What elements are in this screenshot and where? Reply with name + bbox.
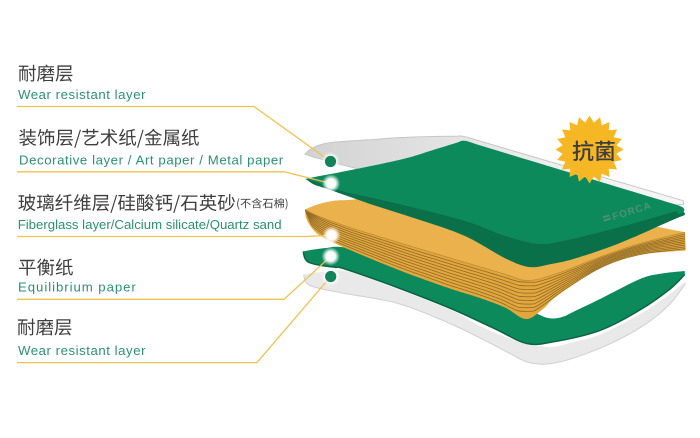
- svg-text:Wear resistant layer: Wear resistant layer: [18, 343, 146, 358]
- svg-text:Decorative layer / Art paper /: Decorative layer / Art paper / Metal pap…: [19, 153, 284, 168]
- svg-text:Fiberglass layer/Calcium silic: Fiberglass layer/Calcium silicate/Quartz…: [18, 217, 282, 232]
- svg-text:Equilibrium paper: Equilibrium paper: [18, 280, 137, 295]
- svg-text:Wear resistant layer: Wear resistant layer: [18, 87, 146, 102]
